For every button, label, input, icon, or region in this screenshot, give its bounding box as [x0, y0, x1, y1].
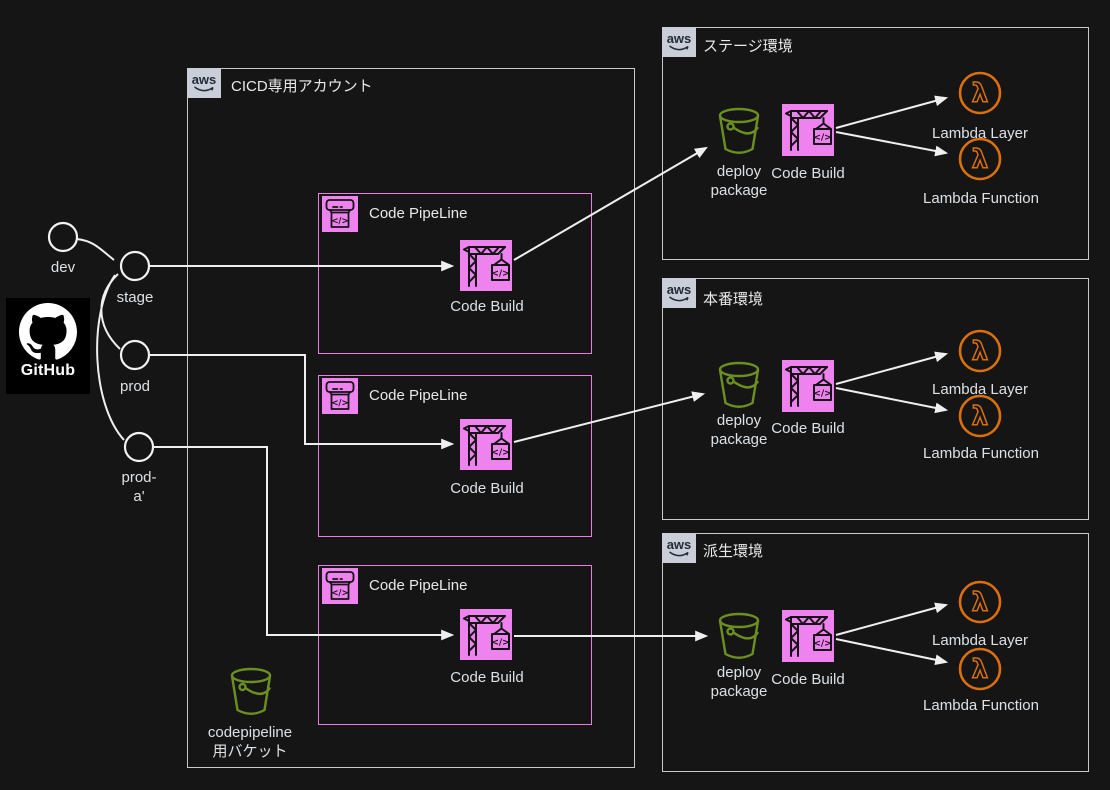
svg-text:λ: λ [972, 145, 988, 175]
branch-label-stage: stage [116, 289, 154, 306]
codebuild-icon: </> [782, 360, 834, 412]
codepipeline-icon: </> [322, 378, 358, 414]
github-logo: GitHub [6, 298, 90, 394]
codebuild-icon: </> [782, 104, 834, 156]
env-production-lambda-function-label: Lambda Function [923, 445, 1039, 462]
aws-chip-cicd: aws [187, 68, 221, 98]
env-stage-bucket-label: deploy package [710, 163, 768, 199]
env-stage-title: ステージ環境 [703, 38, 793, 55]
svg-text:</>: </> [331, 589, 348, 599]
svg-text:λ: λ [972, 79, 988, 109]
pipeline-2-title: Code PipeLine [369, 387, 468, 404]
lambda-function-icon: λ [958, 394, 1002, 443]
svg-text:</>: </> [813, 639, 831, 649]
aws-chip-env-derived: aws [662, 533, 696, 563]
env-stage-build-label: Code Build [771, 165, 845, 182]
env-derived-build-label: Code Build [771, 671, 845, 688]
svg-text:λ: λ [972, 588, 988, 618]
svg-text:</>: </> [813, 133, 831, 143]
env-derived-bucket-label: deploy package [710, 664, 768, 700]
aws-chip-env-stage: aws [662, 27, 696, 57]
branch-label-prod: prod [119, 378, 151, 395]
svg-text:</>: </> [491, 448, 509, 458]
curve-dev-to-stage [76, 238, 115, 261]
svg-text:λ: λ [972, 402, 988, 432]
codebuild-icon: </> [460, 240, 512, 291]
env-derived-box [662, 533, 1089, 772]
pipeline-box-3 [318, 565, 592, 725]
env-production-bucket-label: deploy package [710, 412, 768, 448]
svg-text:λ: λ [972, 655, 988, 685]
lambda-layer-icon: λ [958, 580, 1002, 629]
lambda-layer-icon: λ [958, 71, 1002, 120]
env-production-title: 本番環境 [703, 291, 764, 308]
s3-bucket-icon [716, 611, 762, 666]
github-octocat-icon [19, 303, 77, 360]
build-1-label: Code Build [450, 298, 524, 315]
s3-bucket-icon [716, 106, 762, 161]
build-3-label: Code Build [450, 669, 524, 686]
aws-logo-text: aws [666, 537, 692, 552]
cicd-account-title: CICD専用アカウント [231, 78, 373, 95]
env-derived-lambda-function-label: Lambda Function [923, 697, 1039, 714]
s3-bucket-icon [716, 360, 762, 415]
svg-text:</>: </> [331, 399, 348, 409]
aws-logo-text: aws [666, 282, 692, 297]
s3-bucket-icon [228, 666, 274, 723]
lambda-function-icon: λ [958, 137, 1002, 186]
codepipeline-icon: </> [322, 568, 358, 604]
svg-text:</>: </> [491, 269, 509, 279]
branch-node-dev [47, 221, 79, 253]
aws-chip-env-production: aws [662, 278, 696, 308]
branch-label-dev: dev [50, 259, 76, 276]
lambda-function-icon: λ [958, 647, 1002, 696]
svg-text:</>: </> [331, 217, 348, 227]
codepipeline-icon: </> [322, 196, 358, 232]
svg-text:</>: </> [813, 389, 831, 399]
curve-stage-to-prod [100, 273, 121, 350]
env-production-lambda-layer-label: Lambda Layer [932, 381, 1028, 398]
codebuild-icon: </> [782, 610, 834, 662]
pipeline-1-title: Code PipeLine [369, 205, 468, 222]
pipeline-box-1 [318, 193, 592, 354]
branch-node-prod-a [123, 431, 155, 463]
cicd-bucket-label: codepipeline 用バケット [207, 724, 293, 760]
codebuild-icon: </> [460, 419, 512, 470]
branch-node-stage [119, 250, 151, 282]
pipeline-3-title: Code PipeLine [369, 577, 468, 594]
branch-node-prod [119, 339, 151, 371]
env-stage-box [662, 27, 1089, 260]
build-2-label: Code Build [450, 480, 524, 497]
aws-smile-icon [669, 296, 689, 302]
env-derived-title: 派生環境 [703, 543, 764, 560]
svg-text:λ: λ [972, 337, 988, 367]
aws-smile-icon [194, 86, 214, 92]
codebuild-icon: </> [460, 609, 512, 660]
svg-text:</>: </> [491, 638, 509, 648]
github-label: GitHub [20, 362, 76, 379]
aws-smile-icon [669, 551, 689, 557]
aws-smile-icon [669, 45, 689, 51]
lambda-layer-icon: λ [958, 329, 1002, 378]
env-stage-lambda-function-label: Lambda Function [923, 190, 1039, 207]
env-production-build-label: Code Build [771, 420, 845, 437]
aws-logo-text: aws [191, 72, 217, 87]
aws-logo-text: aws [666, 31, 692, 46]
branch-label-prod-a: prod- a' [121, 469, 157, 505]
